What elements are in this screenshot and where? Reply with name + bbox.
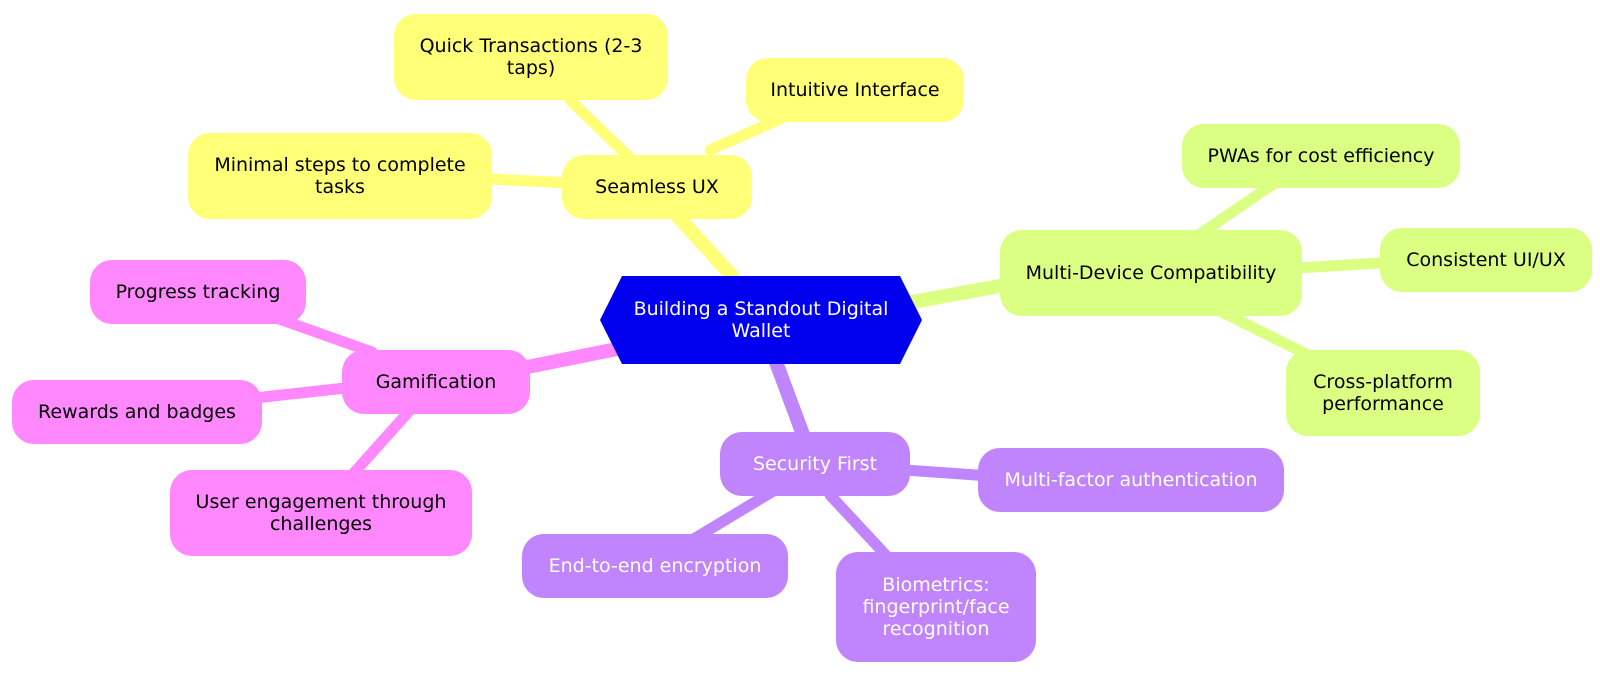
branch-multi-device: Multi-Device Compatibility: [1000, 230, 1302, 316]
edge-gamification-engagement: [346, 402, 418, 481]
edge-root-security: [769, 355, 812, 447]
leaf-biometrics: Biometrics: fingerprint/face recognition: [836, 552, 1036, 662]
edge-root-ux: [663, 201, 739, 283]
edge-devices-consistent: [1291, 257, 1386, 274]
edge-root-devices: [905, 278, 1012, 309]
leaf-quick-transactions: Quick Transactions (2-3 taps): [394, 14, 668, 100]
leaf-consistent-ui: Consistent UI/UX: [1380, 228, 1592, 292]
leaf-progress-tracking: Progress tracking: [90, 260, 306, 324]
edge-security-mfa: [899, 464, 996, 482]
leaf-cross-platform: Cross-platform performance: [1286, 350, 1480, 436]
branch-seamless-ux: Seamless UX: [562, 155, 752, 219]
branch-gamification: Gamification: [342, 350, 530, 414]
leaf-pwas: PWAs for cost efficiency: [1182, 124, 1460, 188]
leaf-minimal-steps: Minimal steps to complete tasks: [188, 133, 492, 219]
edge-security-e2e: [686, 484, 781, 546]
leaf-intuitive-interface: Intuitive Interface: [746, 58, 964, 122]
edge-ux-minimal: [484, 173, 576, 189]
leaf-rewards-badges: Rewards and badges: [12, 380, 262, 444]
edge-root-gamification: [505, 341, 629, 377]
leaf-end-to-end: End-to-end encryption: [522, 534, 788, 598]
leaf-user-engagement: User engagement through challenges: [170, 470, 472, 556]
root-node-shape: [600, 276, 922, 364]
branch-security-first: Security First: [720, 432, 910, 496]
leaf-multi-factor: Multi-factor authentication: [978, 448, 1284, 512]
root-node-label: Building a Standout Digital Wallet: [633, 298, 889, 342]
edge-ux-quick: [564, 94, 638, 166]
edge-gamification-rewards: [249, 382, 351, 404]
